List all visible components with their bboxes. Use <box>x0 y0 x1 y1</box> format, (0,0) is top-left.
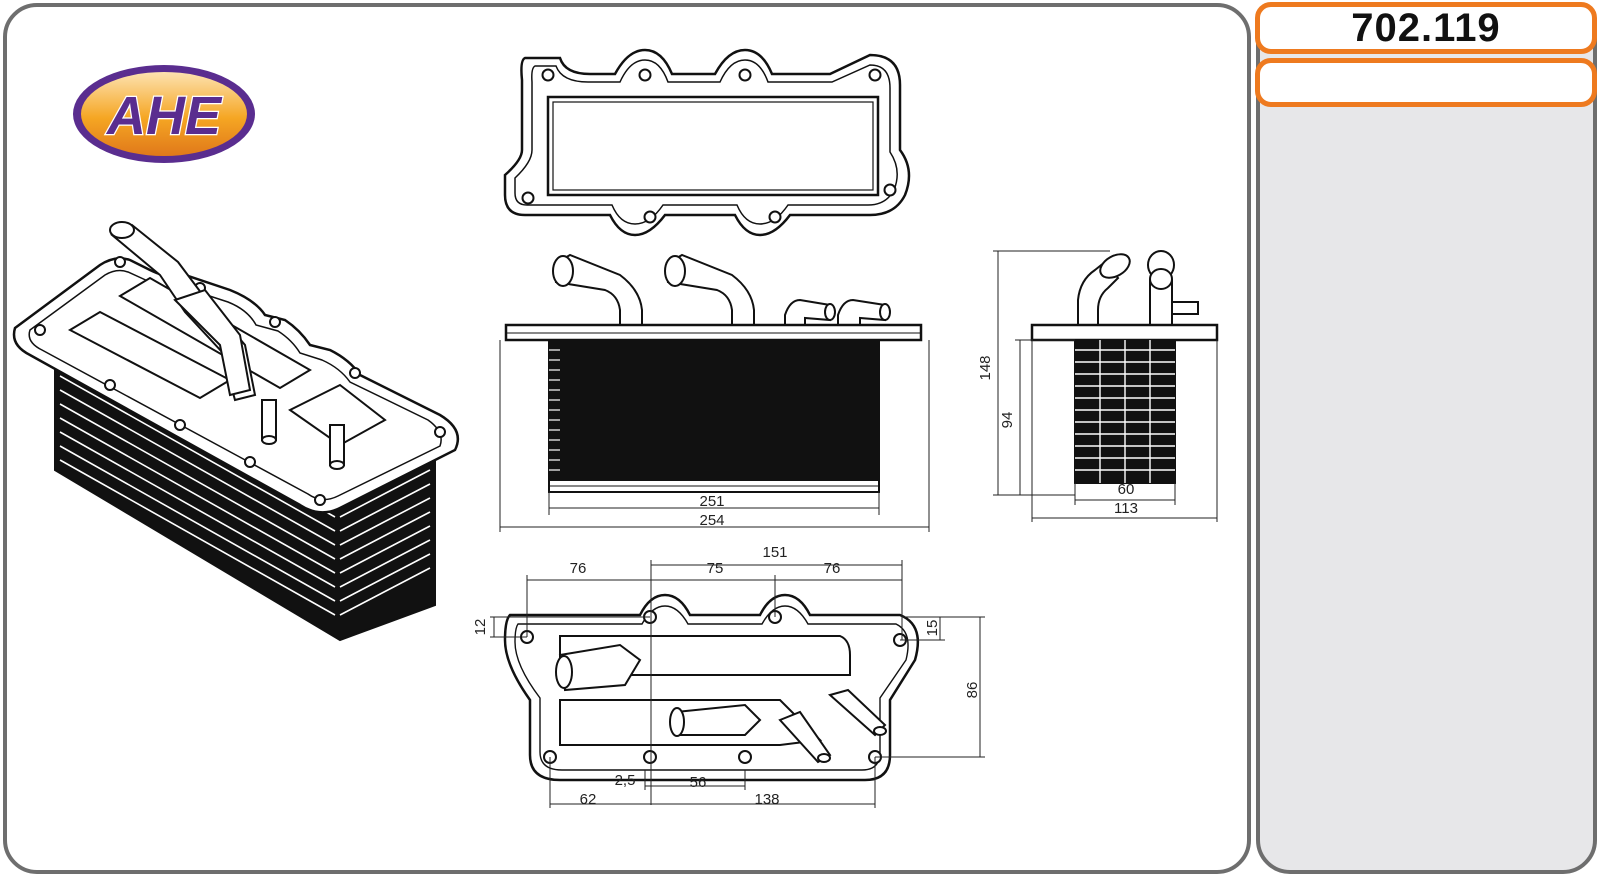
info-panel <box>1256 3 1597 874</box>
front-view <box>504 253 923 493</box>
side-view <box>1030 250 1219 484</box>
dim-60: 60 <box>1118 481 1135 498</box>
ahe-logo: AHE <box>73 65 255 163</box>
dim-251: 251 <box>699 493 724 510</box>
isometric-view <box>12 221 460 642</box>
plan-dimensions <box>490 560 985 808</box>
front-dimensions <box>499 340 930 532</box>
dim-148: 148 <box>977 355 994 380</box>
dim-76-right: 76 <box>824 560 841 577</box>
dim-94: 94 <box>999 412 1016 429</box>
dim-113: 113 <box>1114 500 1138 517</box>
dim-12: 12 <box>472 619 489 636</box>
dim-254: 254 <box>699 512 724 529</box>
dim-75: 75 <box>707 560 724 577</box>
dim-2-5: 2,5 <box>615 772 636 789</box>
plan-view <box>503 593 920 782</box>
dim-151: 151 <box>762 544 787 561</box>
logo-text: AHE <box>105 86 223 146</box>
dim-76-left: 76 <box>570 560 587 577</box>
side-dimensions <box>993 250 1218 522</box>
part-description-box <box>1255 58 1597 107</box>
dim-86: 86 <box>964 682 981 699</box>
dim-15: 15 <box>924 620 941 637</box>
part-code: 702.119 <box>1351 5 1501 50</box>
dim-138: 138 <box>754 791 779 808</box>
gasket-top-view <box>503 48 911 237</box>
part-code-box: 702.119 <box>1255 2 1597 54</box>
dim-62: 62 <box>580 791 597 808</box>
technical-drawing: AHE <box>12 48 1219 808</box>
dim-56: 56 <box>690 774 707 791</box>
